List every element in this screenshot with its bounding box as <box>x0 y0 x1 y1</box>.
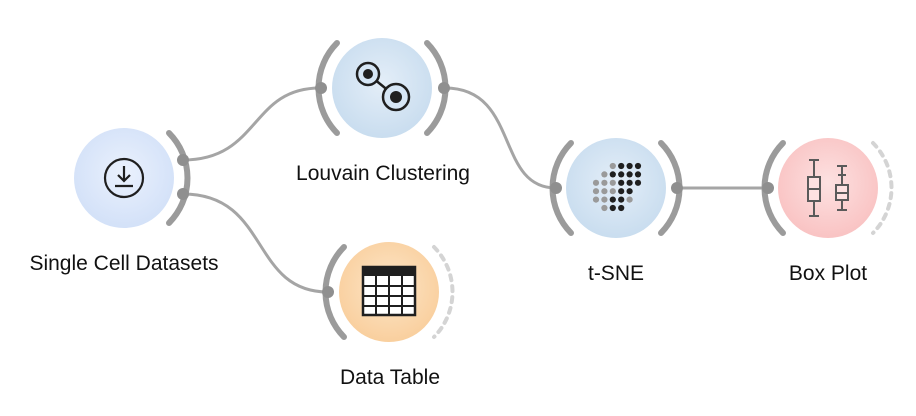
scatter-dot <box>601 188 608 195</box>
scatter-dot <box>601 171 608 178</box>
scatter-dot <box>626 196 633 203</box>
input-port[interactable] <box>322 286 334 298</box>
widget-body[interactable] <box>332 38 432 138</box>
scatter-dot <box>609 188 616 195</box>
scatter-dot <box>601 196 608 203</box>
output-arc-empty <box>871 141 894 235</box>
scatter-dot <box>626 162 633 170</box>
output-port[interactable] <box>438 82 450 94</box>
node-label: Data Table <box>340 366 440 389</box>
widget-t-sne[interactable]: t-SNE <box>549 138 683 285</box>
scatter-dot <box>626 179 633 186</box>
table-grid-icon <box>361 265 417 317</box>
scatter-dot <box>592 196 600 203</box>
scatter-dot <box>634 179 642 186</box>
scatter-dot <box>609 196 616 203</box>
node-label: Single Cell Datasets <box>29 252 218 275</box>
link-louvain-to-tsne[interactable] <box>444 86 557 190</box>
clustering-nodes-icon <box>355 61 411 112</box>
widget-single-cell-datasets[interactable]: Single Cell Datasets <box>29 128 219 275</box>
scatter-dot <box>609 204 616 212</box>
scatter-dot <box>592 188 600 195</box>
node-label: Louvain Clustering <box>296 162 470 185</box>
dot-scatter-icon <box>592 162 642 212</box>
box-plot-icon <box>807 159 849 217</box>
output-arc-empty <box>432 245 455 339</box>
scatter-dot <box>634 171 642 178</box>
node-label: Box Plot <box>789 262 867 285</box>
scatter-dot <box>634 162 642 170</box>
output-port[interactable] <box>177 188 189 200</box>
input-port[interactable] <box>550 182 562 194</box>
scatter-dot <box>609 162 616 170</box>
scatter-dot <box>626 171 633 178</box>
scatter-dot <box>601 204 608 212</box>
input-port[interactable] <box>315 82 327 94</box>
scatter-dot <box>618 188 625 195</box>
scatter-dot <box>618 179 625 186</box>
scatter-dot <box>609 179 616 186</box>
scatter-dot <box>601 179 608 186</box>
scatter-dot <box>618 162 625 170</box>
widget-louvain-clustering[interactable]: Louvain Clustering <box>296 38 470 185</box>
node-label: t-SNE <box>588 262 644 285</box>
download-icon <box>103 157 145 199</box>
link-datasets-to-data-table[interactable] <box>182 192 329 294</box>
output-arc <box>166 130 191 226</box>
widget-data-table[interactable]: Data Table <box>322 242 455 389</box>
output-port[interactable] <box>177 154 189 166</box>
scatter-dot <box>626 188 633 195</box>
widget-box-plot[interactable]: Box Plot <box>761 138 894 285</box>
scatter-dot <box>618 171 625 178</box>
widget-body[interactable] <box>566 138 666 238</box>
scatter-dot <box>592 179 600 186</box>
link-datasets-to-louvain[interactable] <box>182 86 321 162</box>
scatter-dot <box>618 196 625 203</box>
scatter-dot <box>609 171 616 178</box>
widget-body[interactable] <box>778 138 878 238</box>
scatter-dot <box>618 204 625 212</box>
output-port[interactable] <box>671 182 683 194</box>
input-port[interactable] <box>762 182 774 194</box>
